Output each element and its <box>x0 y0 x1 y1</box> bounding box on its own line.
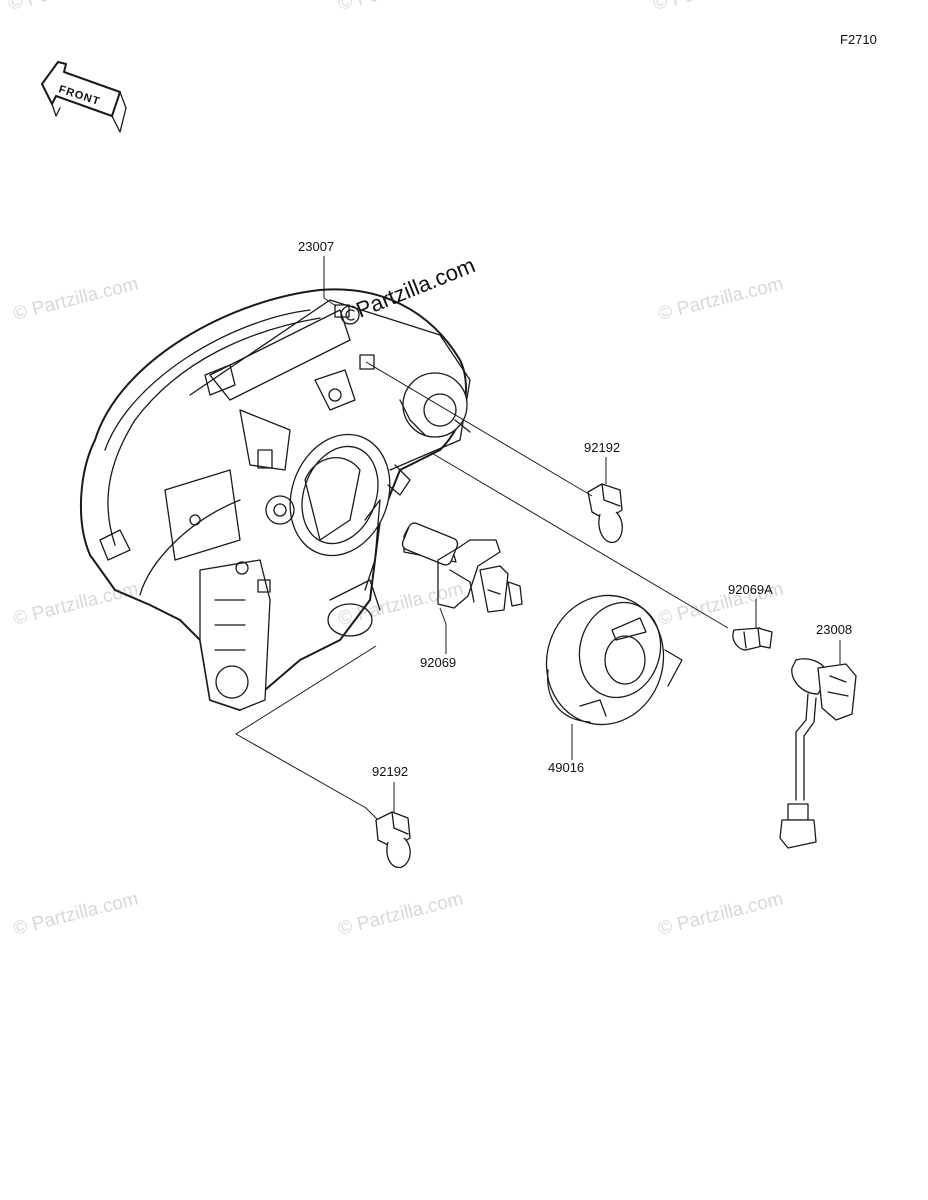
part-label-92192-lower: 92192 <box>372 764 408 779</box>
figure-code: F2710 <box>840 32 877 47</box>
watermark-layer: © Partzilla.com © Partzilla.com © Partzi… <box>6 0 785 940</box>
part-label-92069: 92069 <box>420 655 456 670</box>
watermark: © Partzilla.com <box>6 0 135 15</box>
watermark: © Partzilla.com <box>11 579 140 630</box>
front-arrow-icon: FRONT <box>41 61 127 133</box>
watermark: © Partzilla.com <box>656 889 785 940</box>
watermark: © Partzilla.com <box>336 889 465 940</box>
headlight-bulb <box>401 522 523 613</box>
part-label-92069A: 92069A <box>728 582 773 597</box>
watermark: © Partzilla.com <box>656 274 785 325</box>
part-label-23007: 23007 <box>298 239 334 254</box>
socket-wire <box>779 658 857 849</box>
bulb-cover <box>545 594 683 726</box>
part-label-49016: 49016 <box>548 760 584 775</box>
watermark: © Partzilla.com <box>11 889 140 940</box>
watermark: © Partzilla.com <box>336 0 465 15</box>
part-label-23008: 23008 <box>816 622 852 637</box>
part-label-92192-upper: 92192 <box>584 440 620 455</box>
socket-clip-lower <box>375 811 411 869</box>
position-bulb <box>732 627 773 651</box>
socket-clip-upper <box>587 483 623 543</box>
headlight-assembly <box>79 288 471 711</box>
watermark: © Partzilla.com <box>11 274 140 325</box>
watermark: © Partzilla.com <box>651 0 780 15</box>
